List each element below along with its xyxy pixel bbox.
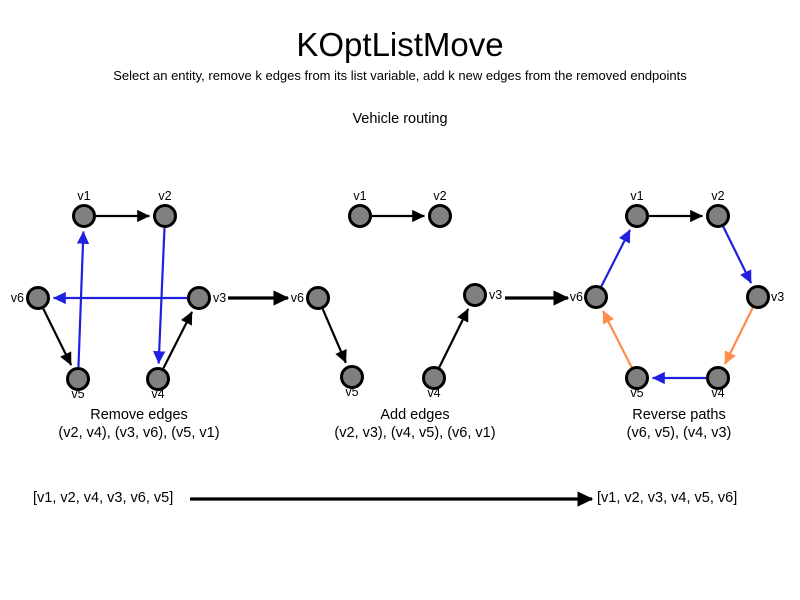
node-label-v2: v2: [433, 189, 446, 203]
graph-node-v4[interactable]: [706, 366, 730, 390]
page-title: KOptListMove: [296, 26, 504, 63]
page-subtitle: Select an entity, remove k edges from it…: [113, 68, 687, 83]
graph-node-v3[interactable]: [463, 283, 487, 307]
node-label-v1: v1: [353, 189, 366, 203]
edge-v6-to-v5: [321, 308, 347, 364]
graph-node-v5[interactable]: [66, 367, 90, 391]
before-list-value: [v1, v2, v4, v3, v6, v5]: [33, 490, 173, 506]
node-label-v6: v6: [570, 290, 583, 304]
edge-v4-to-v3: [162, 311, 193, 369]
edge-v2-to-v4: [153, 227, 166, 364]
node-label-v1: v1: [77, 189, 90, 203]
nodes-layer: [26, 204, 770, 391]
node-label-v3: v3: [771, 290, 784, 304]
node-label-v2: v2: [158, 189, 171, 203]
node-label-v5: v5: [630, 386, 643, 400]
graph-node-v6[interactable]: [26, 286, 50, 310]
graph-node-v6[interactable]: [306, 286, 330, 310]
node-label-v6: v6: [291, 291, 304, 305]
graph-node-v3[interactable]: [187, 286, 211, 310]
node-label-v5: v5: [345, 385, 358, 399]
after-list-value: [v1, v2, v3, v4, v5, v6]: [597, 490, 737, 506]
graph-node-v4[interactable]: [422, 366, 446, 390]
section-label: Vehicle routing: [352, 111, 448, 127]
node-label-v3: v3: [213, 291, 226, 305]
edge-v6-to-v1: [600, 229, 631, 287]
graph-node-v4[interactable]: [146, 367, 170, 391]
node-label-v1: v1: [630, 189, 643, 203]
edge-v5-to-v6: [602, 310, 633, 368]
graph-node-v6[interactable]: [584, 285, 608, 309]
edge-v5-to-v1: [76, 231, 90, 368]
node-label-v5: v5: [71, 387, 84, 401]
caption-title-panel-reverse: Reverse paths: [632, 407, 726, 423]
graph-node-v5[interactable]: [340, 365, 364, 389]
graph-node-v2[interactable]: [153, 204, 177, 228]
graph-node-v2[interactable]: [428, 204, 452, 228]
caption-title-panel-add: Add edges: [380, 407, 449, 423]
edges-layer: [42, 209, 754, 385]
caption-detail-panel-add: (v2, v3), (v4, v5), (v6, v1): [334, 425, 495, 441]
node-label-v2: v2: [711, 189, 724, 203]
node-labels-layer: v1 v2 v3 v4 v5 v6 v1 v2 v3 v4 v5 v6 v1 v2 v3 v4 v5 v6: [11, 189, 784, 401]
caption-title-panel-remove: Remove edges: [90, 407, 188, 423]
node-label-v3: v3: [489, 288, 502, 302]
edge-v6-to-v5: [42, 308, 73, 366]
edge-v3-to-v4: [723, 307, 754, 365]
caption-detail-panel-remove: (v2, v4), (v3, v6), (v5, v1): [58, 425, 219, 441]
graph-node-v3[interactable]: [746, 285, 770, 309]
edge-v2-to-v3: [722, 226, 753, 284]
caption-detail-panel-reverse: (v6, v5), (v4, v3): [627, 425, 732, 441]
node-label-v4: v4: [711, 386, 724, 400]
edge-v4-to-v3: [438, 308, 470, 368]
graph-node-v1[interactable]: [625, 204, 649, 228]
graph-node-v5[interactable]: [625, 366, 649, 390]
graph-node-v1[interactable]: [72, 204, 96, 228]
node-label-v4: v4: [427, 386, 440, 400]
node-label-v6: v6: [11, 291, 24, 305]
graph-node-v2[interactable]: [706, 204, 730, 228]
node-label-v4: v4: [151, 387, 164, 401]
footer-layer: [v1, v2, v4, v3, v6, v5] [v1, v2, v3, v4,…: [33, 490, 737, 507]
graph-node-v1[interactable]: [348, 204, 372, 228]
captions-layer: Remove edges (v2, v4), (v3, v6), (v5, v1)…: [58, 407, 731, 441]
